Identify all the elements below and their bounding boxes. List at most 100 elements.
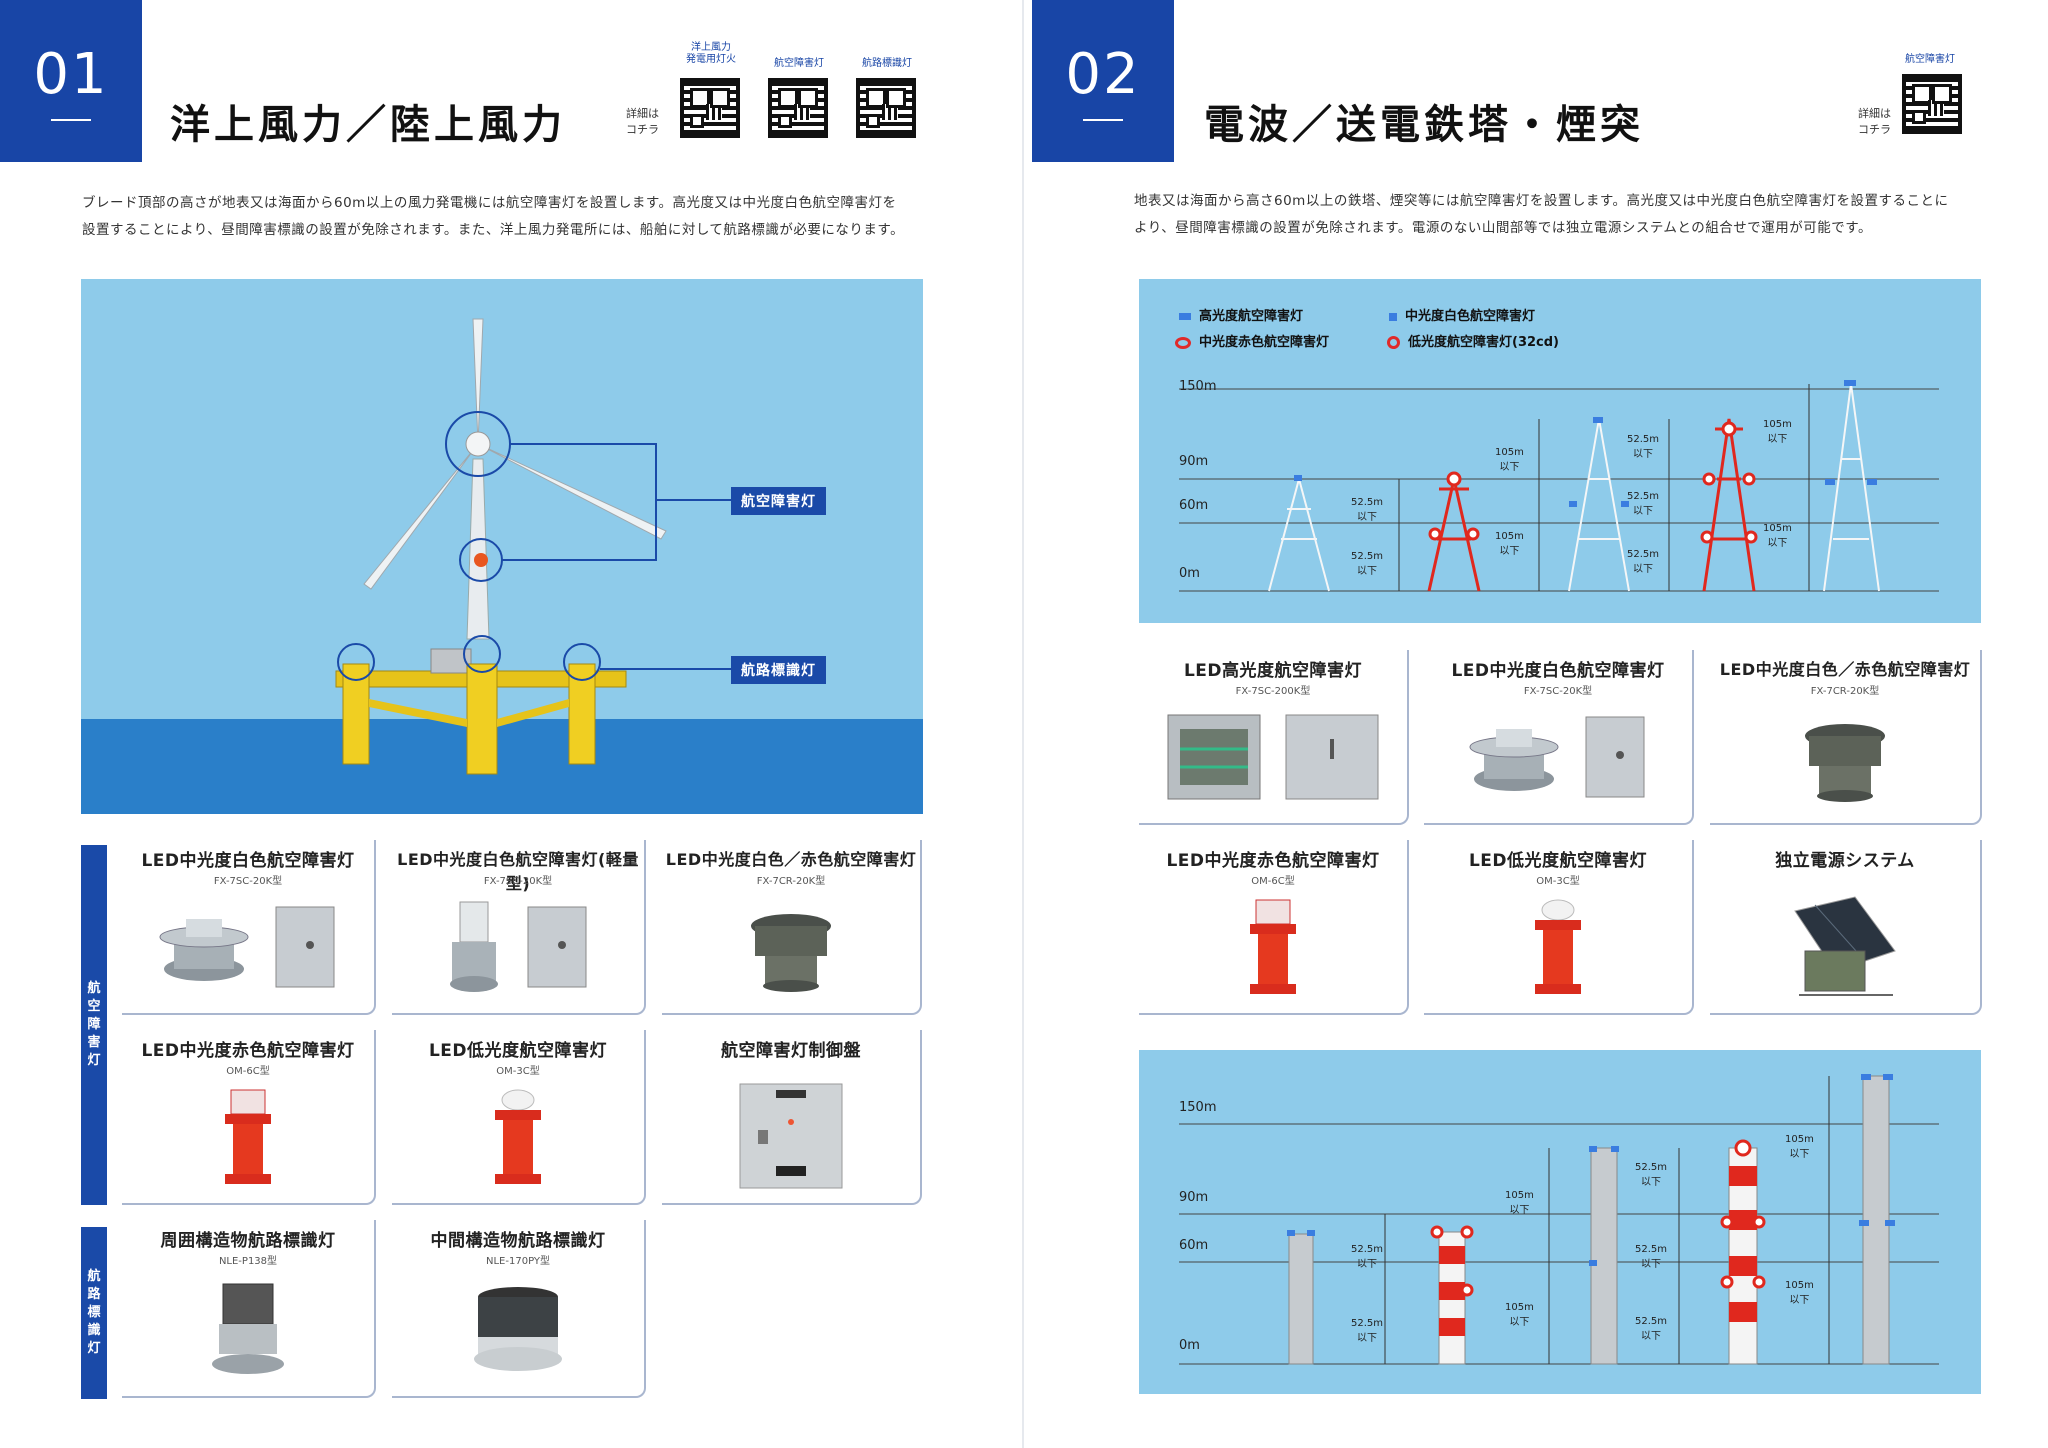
legend-item: 高光度航空障害灯 bbox=[1179, 305, 1303, 324]
product-card[interactable]: 周囲構造物航路標識灯 NLE-P138型 bbox=[122, 1220, 376, 1398]
product-name: LED中光度白色／赤色航空障害灯 bbox=[1719, 660, 1971, 679]
product-card[interactable]: LED中光度白色／赤色航空障害灯 FX-7CR-20K型 bbox=[1710, 650, 1982, 825]
product-card[interactable]: LED低光度航空障害灯 OM-3C型 bbox=[1424, 840, 1694, 1015]
height-label: 60m bbox=[1179, 1238, 1209, 1253]
qr-caption-aviation: 航空障害灯 bbox=[1905, 54, 1955, 65]
product-name: LED低光度航空障害灯 bbox=[428, 1041, 608, 1061]
legend-item: 中光度赤色航空障害灯 bbox=[1175, 331, 1329, 350]
product-card[interactable]: LED低光度航空障害灯 OM-3C型 bbox=[392, 1030, 646, 1205]
right-page: 02 電波／送電鉄塔・煙突 詳細は コチラ 航空障害灯 地表又は海面から高さ60… bbox=[1024, 0, 2048, 1448]
product-card[interactable]: LED高光度航空障害灯 FX-7SC-200K型 bbox=[1139, 650, 1409, 825]
product-image bbox=[392, 1081, 644, 1191]
product-name: LED中光度白色航空障害灯 bbox=[1451, 661, 1665, 681]
product-image bbox=[122, 1081, 374, 1191]
qr-caption-offshore: 洋上風力 発電用灯火 bbox=[686, 42, 736, 65]
page-spread-divider bbox=[1022, 0, 1024, 1448]
intro-line: より、昼間障害標識の設置が免除されます。電源のない山間部等では独立電源システムと… bbox=[1134, 220, 1872, 236]
intro-line: ブレード頂部の高さが地表又は海面から60m以上の風力発電機には航空障害灯を設置し… bbox=[82, 195, 897, 211]
product-card[interactable]: LED中光度赤色航空障害灯 OM-6C型 bbox=[1139, 840, 1409, 1015]
tab-aviation-lights: 航 空 障 害 灯 bbox=[81, 845, 107, 1205]
product-name: LED中光度白色／赤色航空障害灯 bbox=[665, 850, 917, 869]
tower-height-diagram: 高光度航空障害灯 中光度白色航空障害灯 中光度赤色航空障害灯 低光度航空障害灯(… bbox=[1139, 279, 1981, 623]
legend-swatch bbox=[1175, 336, 1191, 349]
product-name: LED中光度赤色航空障害灯 bbox=[1166, 851, 1380, 871]
qr-caption-navigation: 航路標識灯 bbox=[862, 58, 912, 69]
qr-code-navigation[interactable] bbox=[856, 78, 916, 138]
legend-label: 低光度航空障害灯(32cd) bbox=[1408, 335, 1559, 350]
qr-code-aviation[interactable] bbox=[768, 78, 828, 138]
product-name: 周囲構造物航路標識灯 bbox=[160, 1231, 336, 1251]
height-label: 150m bbox=[1179, 1100, 1217, 1115]
product-image bbox=[1139, 701, 1407, 811]
qr-detail-line: 詳細は bbox=[626, 107, 659, 120]
qr-detail-label: 詳細は コチラ bbox=[1858, 106, 1891, 138]
product-model: FX-7SC-20K型 bbox=[1523, 686, 1593, 697]
product-image bbox=[662, 891, 920, 1001]
product-model: FX-7SC-20K型 bbox=[483, 876, 553, 887]
wind-turbine-figure bbox=[81, 279, 923, 814]
height-label: 150m bbox=[1179, 379, 1217, 394]
section-number: 02 bbox=[1065, 41, 1141, 107]
qr-detail-line: コチラ bbox=[1858, 123, 1891, 136]
legend-label: 高光度航空障害灯 bbox=[1199, 309, 1304, 324]
product-card[interactable]: LED中光度白色航空障害灯(軽量型) FX-7SC-20K型 bbox=[392, 840, 646, 1015]
product-card[interactable]: 航空障害灯制御盤 bbox=[662, 1030, 922, 1205]
section-number-underline bbox=[1083, 118, 1123, 121]
product-image bbox=[122, 891, 374, 1001]
legend-item: 中光度白色航空障害灯 bbox=[1389, 305, 1535, 324]
product-image bbox=[392, 1274, 644, 1384]
legend-swatch bbox=[1387, 336, 1400, 349]
intro-text: 地表又は海面から高さ60m以上の鉄塔、煙突等には航空障害灯を設置します。高光度又… bbox=[1134, 188, 1948, 242]
legend-label: 中光度赤色航空障害灯 bbox=[1199, 335, 1330, 350]
section-number: 01 bbox=[33, 41, 109, 107]
legend-item: 低光度航空障害灯(32cd) bbox=[1387, 331, 1559, 350]
product-model: OM-3C型 bbox=[1536, 876, 1580, 887]
height-label: 0m bbox=[1179, 566, 1200, 581]
product-name: LED低光度航空障害灯 bbox=[1468, 851, 1648, 871]
product-image bbox=[1424, 701, 1692, 811]
product-model: FX-7CR-20K型 bbox=[1810, 686, 1880, 697]
product-name: LED中光度白色航空障害灯 bbox=[141, 851, 355, 871]
qr-code-aviation[interactable] bbox=[1902, 74, 1962, 134]
product-card[interactable]: LED中光度赤色航空障害灯 OM-6C型 bbox=[122, 1030, 376, 1205]
height-label: 90m bbox=[1179, 1190, 1209, 1205]
product-card[interactable]: 独立電源システム bbox=[1710, 840, 1982, 1015]
height-label: 90m bbox=[1179, 454, 1209, 469]
product-name: 独立電源システム bbox=[1775, 851, 1915, 871]
product-card[interactable]: LED中光度白色／赤色航空障害灯 FX-7CR-20K型 bbox=[662, 840, 922, 1015]
height-label: 60m bbox=[1179, 498, 1209, 513]
qr-caption-aviation: 航空障害灯 bbox=[774, 58, 824, 69]
product-card[interactable]: 中間構造物航路標識灯 NLE-170PY型 bbox=[392, 1220, 646, 1398]
product-model: OM-6C型 bbox=[1251, 876, 1295, 887]
qr-detail-label: 詳細は コチラ bbox=[626, 106, 659, 138]
legend-swatch bbox=[1389, 312, 1397, 321]
qr-detail-line: コチラ bbox=[626, 123, 659, 136]
callout-aviation-light: 航空障害灯 bbox=[731, 487, 826, 515]
legend-label: 中光度白色航空障害灯 bbox=[1405, 309, 1536, 324]
product-name: 航空障害灯制御盤 bbox=[721, 1041, 861, 1061]
intro-line: 設置することにより、昼間障害標識の設置が免除されます。また、洋上風力発電所には、… bbox=[82, 222, 905, 238]
product-name: 中間構造物航路標識灯 bbox=[430, 1231, 606, 1251]
product-card[interactable]: LED中光度白色航空障害灯 FX-7SC-20K型 bbox=[122, 840, 376, 1015]
product-model: FX-7SC-20K型 bbox=[213, 876, 283, 887]
qr-detail-line: 詳細は bbox=[1858, 107, 1891, 120]
product-model: FX-7CR-20K型 bbox=[756, 876, 826, 887]
product-image bbox=[1710, 701, 1980, 811]
legend-swatch bbox=[1179, 313, 1191, 320]
product-image bbox=[1710, 891, 1980, 1001]
product-card[interactable]: LED中光度白色航空障害灯 FX-7SC-20K型 bbox=[1424, 650, 1694, 825]
qr-code-offshore[interactable] bbox=[680, 78, 740, 138]
